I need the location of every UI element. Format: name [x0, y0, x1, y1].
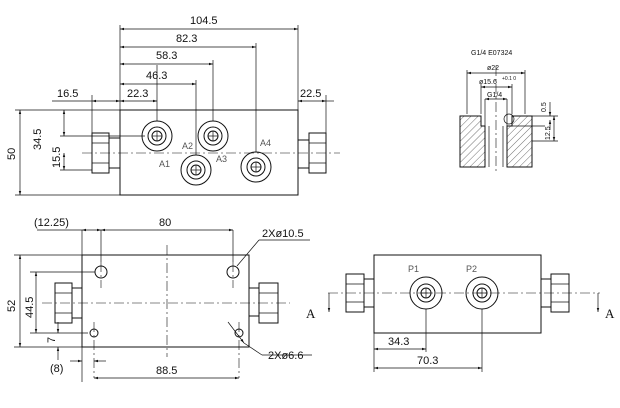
dim-12-5: 12.5	[545, 126, 552, 140]
dim-dia22: ø22	[487, 65, 499, 72]
valve-body-top	[119, 109, 299, 196]
dim-0-5: 0.5	[541, 102, 548, 112]
dim-2x-10-5: 2Xø10.5	[262, 228, 304, 240]
section-body-left	[459, 115, 486, 168]
port-a3	[180, 154, 212, 186]
side-view: P1 P2 A A 34.3 70.3	[306, 254, 615, 372]
dim-58-3: 58.3	[156, 50, 177, 62]
port-a4	[240, 151, 272, 183]
dim-80: 80	[159, 217, 171, 229]
port-label-a1: A1	[159, 159, 170, 169]
detail-title: G1/4 E07324	[471, 50, 512, 57]
dim-88-5: 88.5	[156, 365, 177, 377]
dim-34-3: 34.3	[388, 336, 409, 348]
dim-8: (8)	[50, 363, 63, 375]
dim-22-5: 22.5	[300, 88, 321, 100]
port-label-a2: A2	[182, 141, 193, 151]
dim-7: 7	[46, 337, 58, 343]
dim-dia15-6-tol: +0.1 0	[502, 76, 516, 82]
dim-44-5: 44.5	[24, 297, 36, 318]
dim-12-25: (12.25)	[34, 217, 69, 229]
oring-circle	[503, 113, 515, 125]
port-a2	[197, 120, 229, 152]
port-a1	[141, 120, 173, 152]
port-label-a4: A4	[260, 138, 271, 148]
dim-34-5: 34.5	[32, 129, 44, 150]
dim-70-3: 70.3	[417, 355, 438, 367]
port-detail-section: G1/4 E07324 ø22 ø15.6 +0.1 0 G1/4 0.5 12…	[459, 50, 558, 172]
section-label-left: A	[306, 306, 316, 321]
dim-2x-6-6: 2Xø6.6	[268, 350, 303, 362]
dim-50: 50	[6, 148, 18, 160]
dim-104-5: 104.5	[190, 15, 218, 27]
port-label-a3: A3	[216, 154, 227, 164]
valve-body-front	[81, 254, 250, 348]
dim-82-3: 82.3	[176, 33, 197, 45]
valve-body-side	[373, 254, 542, 334]
dim-52: 52	[6, 300, 18, 312]
port-p2	[465, 276, 499, 310]
dim-16-5: 16.5	[57, 88, 78, 100]
section-label-right: A	[605, 306, 615, 321]
dim-46-3: 46.3	[146, 70, 167, 82]
dim-dia15-6: ø15.6	[479, 79, 497, 86]
dim-15-5: 15.5	[51, 147, 63, 168]
dim-thread: G1/4	[487, 92, 502, 99]
top-view: A1 A2 A3 A4 104.5 82.3 58.3 46.3 22.3 16…	[6, 15, 340, 196]
dim-22-3: 22.3	[127, 88, 148, 100]
front-view: (12.25) 80 2Xø10.5 52 44.5 7 (8) 88.5 2X…	[6, 217, 312, 382]
port-label-p2: P2	[466, 264, 477, 274]
port-label-p1: P1	[408, 264, 419, 274]
